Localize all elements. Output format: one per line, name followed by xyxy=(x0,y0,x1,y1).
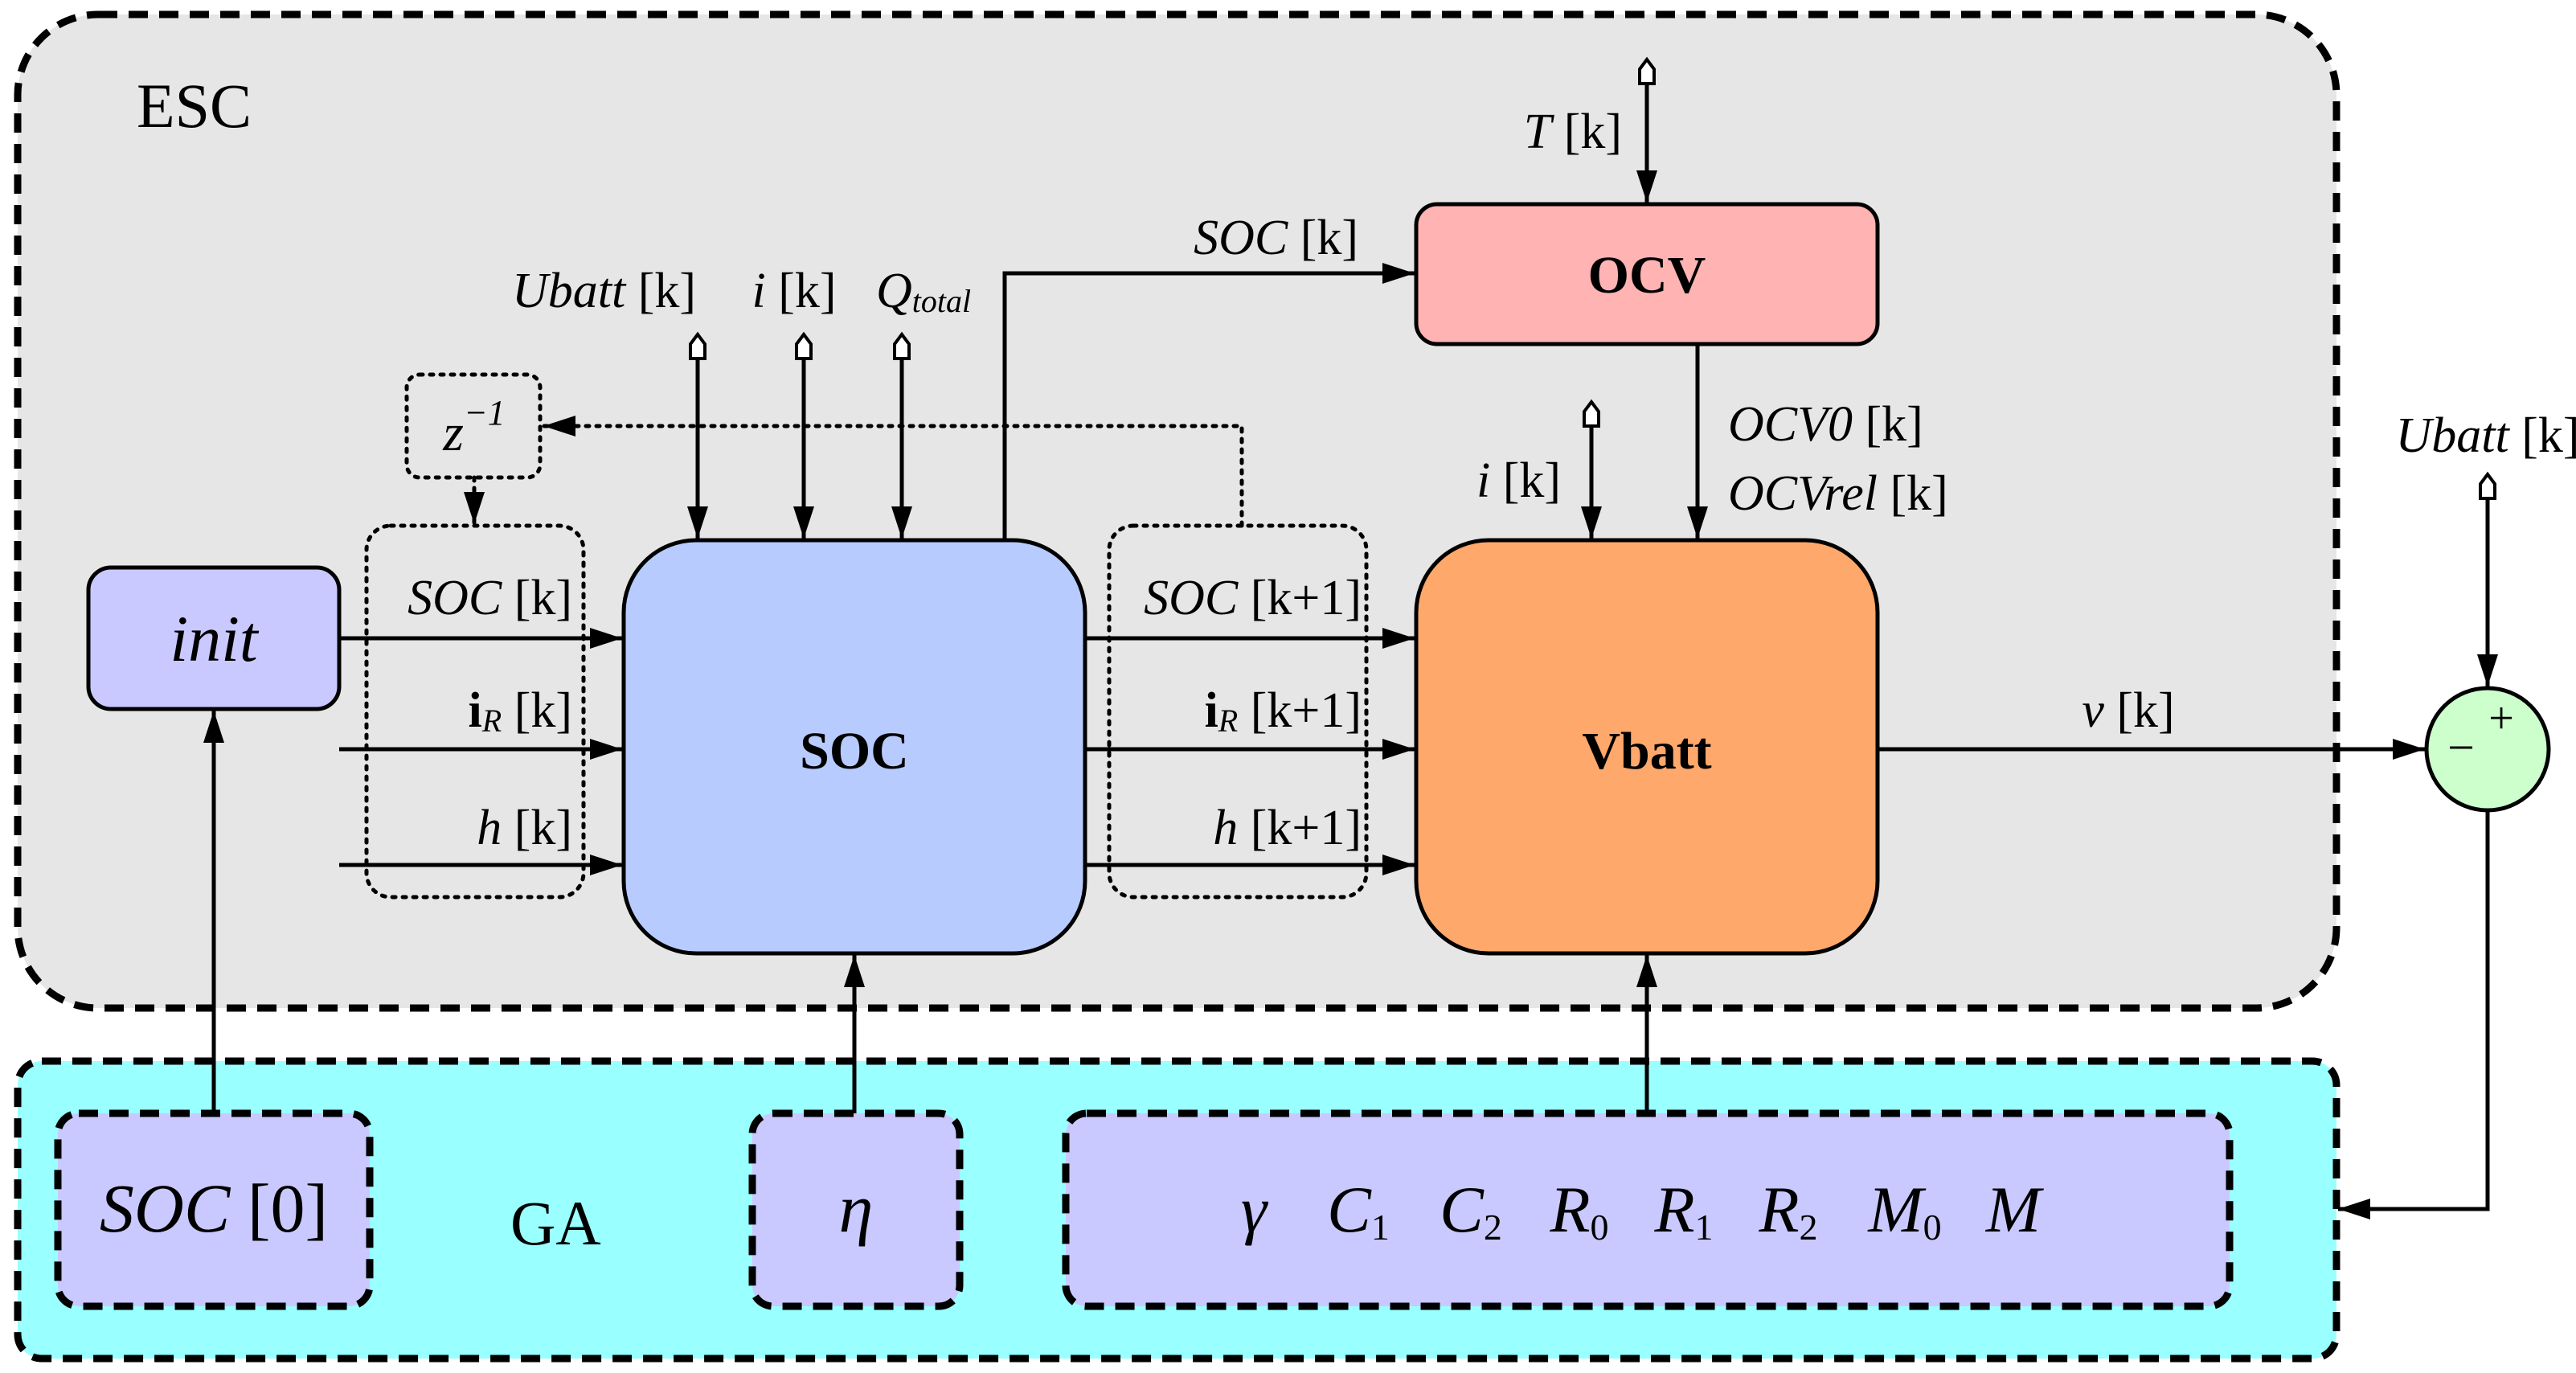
sum-junction xyxy=(2424,686,2551,813)
terminal-i-soc xyxy=(795,331,813,360)
ubatt-input-label: Ubatt [k] xyxy=(512,264,696,318)
sum-minus-sign: − xyxy=(2447,721,2475,774)
terminal-temperature xyxy=(1638,56,1656,85)
qtotal-label: Qtotal xyxy=(876,264,971,319)
delay-label: z−1 xyxy=(442,393,505,462)
model-param-3: R0 xyxy=(1549,1173,1608,1248)
model-param-1: C1 xyxy=(1327,1173,1390,1248)
eta-param-box xyxy=(748,1109,964,1310)
delay-feedback-path xyxy=(541,416,1244,528)
soc-block-label: SOC xyxy=(800,722,909,781)
terminal-ubatt-sum xyxy=(2479,471,2496,500)
h-k1-label: h [k+1] xyxy=(1213,801,1362,855)
ocvrel-label: OCVrel [k] xyxy=(1728,466,1948,521)
soc-to-ocv-arrow xyxy=(1002,263,1415,540)
ubatt-sum-label: Ubatt [k] xyxy=(2395,408,2576,463)
i-input-label: i [k] xyxy=(752,264,836,318)
eta-param-text: η xyxy=(839,1170,874,1247)
model-param-0: γ xyxy=(1241,1173,1269,1246)
ir-k-label: iR [k] xyxy=(469,683,572,739)
vbatt-block-label: Vbatt xyxy=(1582,722,1711,781)
model-param-5: R2 xyxy=(1758,1173,1817,1248)
model-param-2: C2 xyxy=(1440,1173,1502,1248)
model-param-4: R1 xyxy=(1653,1173,1713,1248)
ocv-block xyxy=(1414,202,1880,346)
sum-plus-sign: + xyxy=(2488,694,2514,744)
error-feedback-arrow xyxy=(2338,810,2490,1219)
input-terminals xyxy=(689,56,2496,500)
i-vbatt-label: i [k] xyxy=(1476,453,1561,508)
soc-to-ocv-label: SOC [k] xyxy=(1194,211,1358,265)
ocv-block-label: OCV xyxy=(1588,246,1706,305)
output-state-group xyxy=(1107,523,1369,900)
soc0-param-text: SOC [0] xyxy=(100,1170,328,1247)
soc-k1-label: SOC [k+1] xyxy=(1144,571,1362,625)
model-param-6: M0 xyxy=(1867,1173,1941,1248)
ocv0-label: OCV0 [k] xyxy=(1728,397,1923,452)
terminal-qtotal xyxy=(893,331,911,360)
init-block-label: init xyxy=(170,602,260,675)
v-k-label: v [k] xyxy=(2082,683,2174,738)
temperature-label: T [k] xyxy=(1524,105,1622,159)
connections xyxy=(203,77,2498,1219)
delay-block xyxy=(404,372,543,480)
h-k-label: h [k] xyxy=(477,801,572,855)
model-param-7: M xyxy=(1985,1173,2045,1246)
vbatt-block xyxy=(1414,538,1880,956)
ir-k1-label: iR [k+1] xyxy=(1205,683,1362,739)
terminal-ubatt-soc xyxy=(689,331,706,360)
terminal-i-vbatt xyxy=(1583,399,1600,428)
model-params-list: γ C1 C2 R0 R1 R2 M0 M xyxy=(1241,1173,2045,1248)
input-state-group xyxy=(364,523,586,900)
esc-label: ESC xyxy=(137,71,252,141)
soc-block xyxy=(621,538,1087,956)
soc-k-label: SOC [k] xyxy=(407,571,572,625)
ga-label: GA xyxy=(510,1188,601,1258)
